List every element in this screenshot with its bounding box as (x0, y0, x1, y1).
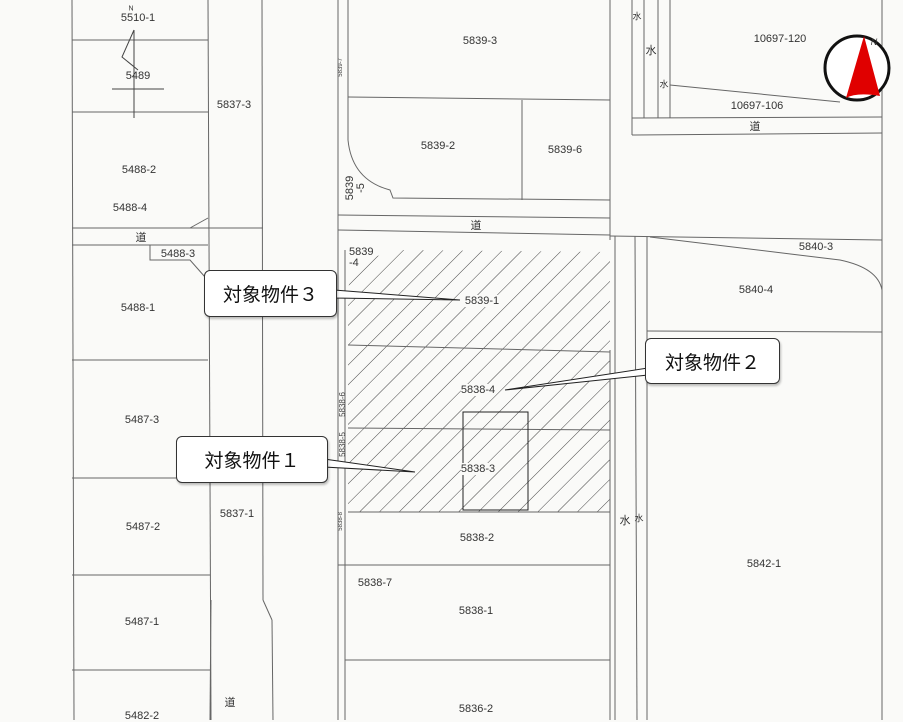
parcel-label: 5838-8 (338, 512, 344, 531)
parcel-label: 5488-3 (160, 248, 196, 260)
parcel-boundaries (71, 0, 883, 720)
parcel-label: 5840-3 (798, 241, 834, 253)
parcel-label: 5838-3 (460, 463, 496, 475)
compass-north-label: N (870, 37, 878, 47)
water-label: 水 (645, 45, 657, 57)
callout-property-1: 対象物件１ (176, 436, 328, 483)
callout-property-2: 対象物件２ (645, 338, 780, 384)
parcel-label: 10697-120 (753, 33, 807, 45)
parcel-label: 5836-2 (458, 703, 494, 715)
north-arrow-sketch (112, 29, 164, 118)
water-label: 水 (659, 79, 669, 90)
parcel-label: 5839 -4 (349, 246, 374, 269)
parcel-label: 5837-3 (216, 99, 252, 111)
parcel-label: 5510-1 (120, 12, 156, 24)
water-label: 水 (619, 515, 631, 527)
parcel-label: 5839-1 (464, 295, 500, 307)
parcel-label: 5839-2 (420, 140, 456, 152)
callout-pointers (323, 289, 649, 473)
parcel-label: 5842-1 (746, 558, 782, 570)
parcel-label: 5838-1 (458, 605, 494, 617)
parcel-label: 5489 (125, 70, 151, 82)
parcel-label: 5838-4 (460, 384, 496, 396)
parcel-label: 5482-2 (124, 710, 160, 722)
parcel-label: 5837-1 (219, 508, 255, 520)
parcel-label: 5840-4 (738, 284, 774, 296)
parcel-label: 5488-2 (121, 164, 157, 176)
parcel-label: 5488-4 (112, 202, 148, 214)
parcel-label: 5838-5 (338, 432, 347, 457)
parcel-label: 5839-6 (547, 144, 583, 156)
north-mark-label: N (128, 5, 134, 13)
hatched-target-area (348, 250, 610, 512)
parcel-label: 5838-6 (338, 392, 347, 417)
parcel-label: 5487-1 (124, 616, 160, 628)
parcel-label: 5487-2 (125, 521, 161, 533)
parcel-label: 5487-3 (124, 414, 160, 426)
parcel-label: 5488-1 (120, 302, 156, 314)
road-label: 道 (135, 232, 147, 244)
road-label: 道 (749, 121, 761, 133)
callout-property-3: 対象物件３ (204, 270, 337, 317)
parcel-label: 5838-7 (357, 577, 393, 589)
parcel-label: 5839 -5 (344, 175, 367, 201)
water-label: 水 (632, 11, 642, 22)
water-label: 水 (634, 513, 644, 524)
compass-icon (823, 34, 891, 102)
road-label: 道 (470, 220, 482, 232)
road-label: 道 (224, 697, 236, 709)
parcel-label: 10697-106 (730, 100, 784, 112)
parcel-label: 5839-3 (462, 35, 498, 47)
parcel-label: 5838-2 (459, 532, 495, 544)
parcel-label: 5839-7 (338, 58, 344, 77)
